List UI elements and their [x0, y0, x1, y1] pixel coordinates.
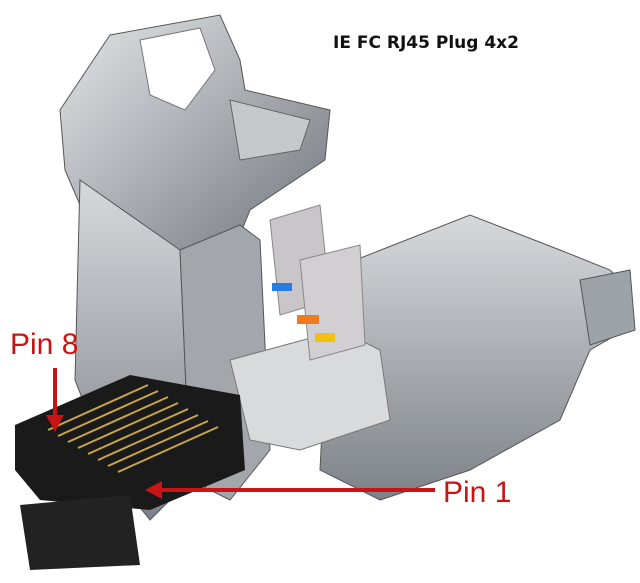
rear-housing — [319, 214, 636, 501]
pin1-arrow — [145, 481, 435, 499]
pin8-label: Pin 8 — [10, 328, 79, 361]
pin1-label: Pin 1 — [443, 476, 512, 509]
pin8-arrow — [46, 368, 64, 432]
rj45-connector — [15, 375, 245, 570]
product-title: IE FC RJ45 Plug 4x2 — [333, 33, 519, 53]
wire-terminals — [269, 204, 366, 361]
hinged-cover — [59, 14, 331, 266]
